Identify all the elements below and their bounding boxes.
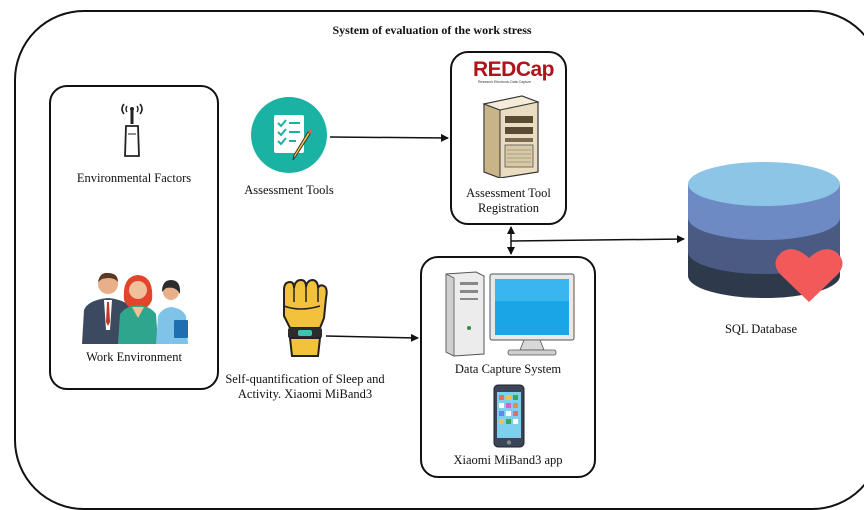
miband-app-label: Xiaomi MiBand3 app [453, 453, 563, 467]
arrow-to-database [510, 235, 685, 244]
arrow-wristband-to-capture [325, 333, 419, 342]
wristband-fist-icon [283, 278, 328, 357]
server-tower-icon [482, 95, 540, 178]
arrow-tools-to-redcap [329, 133, 449, 142]
work-environment-label: Work Environment [86, 350, 182, 364]
clipboard-checklist-icon [251, 97, 327, 173]
self-quantification-label-line1: Self-quantification of Sleep and [225, 372, 385, 386]
database-cylinder-icon [688, 162, 843, 302]
redcap-label-line1: Assessment Tool [466, 186, 551, 200]
desktop-computer-icon [445, 271, 575, 357]
antenna-icon [121, 103, 143, 157]
connections-layer [325, 133, 685, 342]
smartphone-icon [493, 384, 525, 448]
self-quantification-label-line2: Activity. Xiaomi MiBand3 [237, 387, 373, 401]
environmental-factors-label: Environmental Factors [76, 171, 192, 185]
sql-database-label: SQL Database [724, 322, 798, 336]
redcap-logo-subtext: Research Electronic Data Capture [478, 80, 532, 84]
data-capture-label: Data Capture System [454, 362, 562, 376]
redcap-logo: REDCap [473, 58, 555, 81]
diagram-title: System of evaluation of the work stress [332, 23, 532, 37]
assessment-tools-label: Assessment Tools [244, 183, 334, 197]
redcap-label-line2: Registration [477, 201, 540, 215]
people-group-icon [82, 272, 188, 344]
